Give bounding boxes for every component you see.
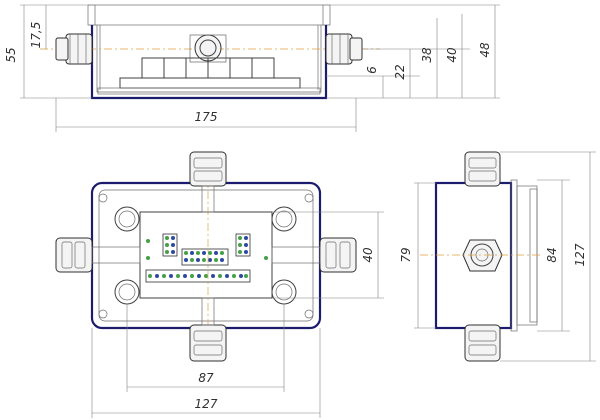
top-dimensions: 40 87 127 bbox=[91, 211, 384, 418]
front-right-gland bbox=[325, 33, 363, 65]
top-view-gland-right bbox=[271, 237, 357, 273]
dim-84: 84 bbox=[545, 247, 559, 262]
top-terminals-middle bbox=[181, 248, 229, 266]
top-boss-br bbox=[271, 279, 297, 305]
dim-55: 55 bbox=[4, 47, 18, 62]
top-view bbox=[55, 151, 357, 362]
side-dimensions: 79 84 127 bbox=[399, 151, 596, 362]
top-corner-hole bbox=[98, 193, 108, 203]
side-top-gland bbox=[464, 151, 501, 187]
dim-40: 40 bbox=[445, 47, 459, 63]
top-view-gland-top bbox=[189, 151, 227, 213]
dim-175: 175 bbox=[195, 110, 218, 124]
top-boss-tl bbox=[114, 206, 140, 232]
dim-22: 22 bbox=[393, 64, 407, 79]
top-boss-tr bbox=[271, 206, 297, 232]
dim-38: 38 bbox=[420, 47, 434, 63]
front-terminal-blocks bbox=[119, 57, 301, 89]
front-view bbox=[40, 4, 380, 100]
dim-127-side: 127 bbox=[573, 243, 587, 266]
front-top-gland bbox=[194, 34, 222, 62]
front-lid bbox=[94, 4, 324, 26]
side-center-gland bbox=[462, 239, 503, 272]
top-terminals-left bbox=[162, 233, 178, 257]
top-corner-hole bbox=[98, 309, 108, 319]
dim-48: 48 bbox=[478, 42, 492, 58]
top-terminals-right bbox=[235, 233, 251, 257]
dim-127-bottom: 127 bbox=[195, 397, 218, 411]
dim-6: 6 bbox=[365, 66, 379, 74]
front-left-gland bbox=[55, 33, 93, 65]
top-view-gland-left bbox=[55, 237, 141, 273]
top-terminals-row bbox=[145, 269, 251, 283]
top-corner-hole bbox=[304, 193, 314, 203]
side-view bbox=[420, 151, 540, 362]
side-bottom-gland bbox=[464, 324, 501, 362]
top-view-gland-bottom bbox=[189, 297, 227, 362]
dim-87: 87 bbox=[198, 371, 214, 385]
dim-79: 79 bbox=[399, 247, 413, 262]
dim-17-5: 17,5 bbox=[29, 22, 43, 49]
dim-top-40: 40 bbox=[361, 247, 375, 263]
front-dimensions: 55 17,5 6 22 38 40 48 175 bbox=[4, 4, 500, 132]
top-boss-bl bbox=[114, 279, 140, 305]
top-corner-hole bbox=[304, 309, 314, 319]
